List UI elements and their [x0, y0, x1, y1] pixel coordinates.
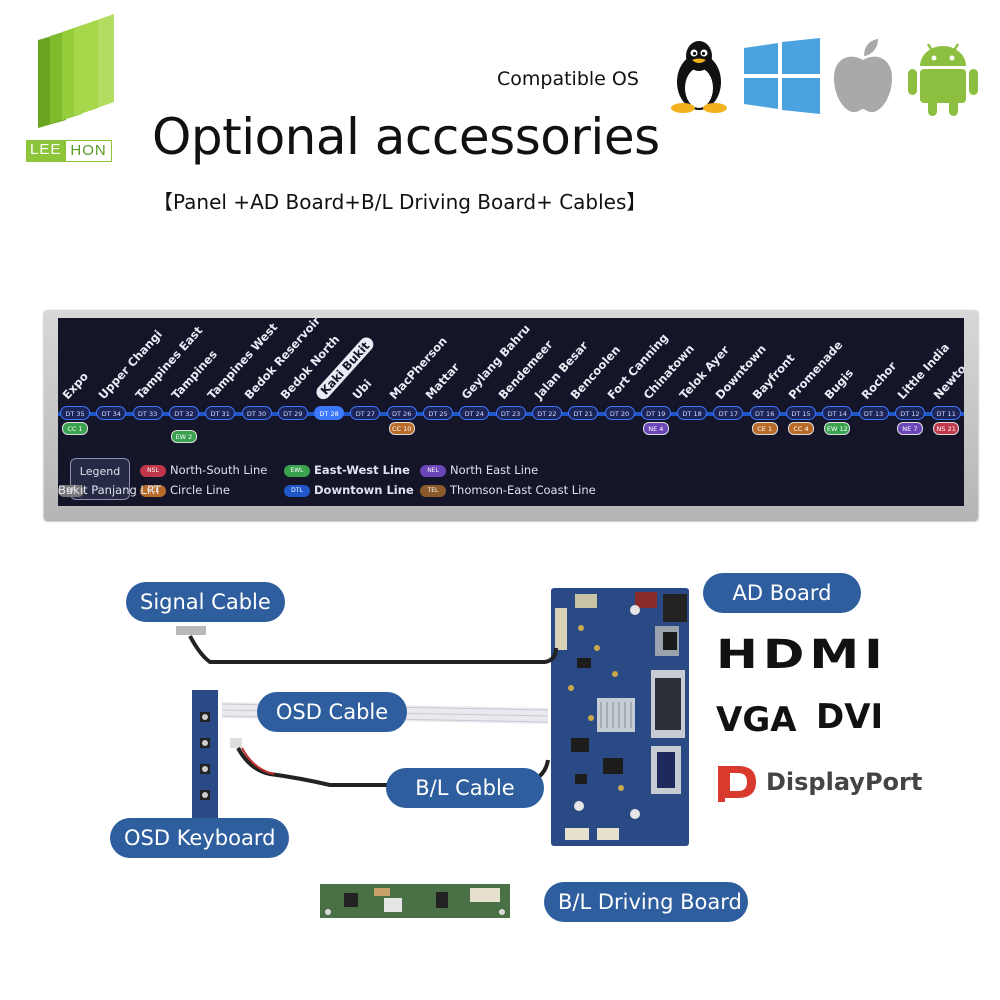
legend-label: Thomson-East Coast Line	[450, 483, 596, 497]
station-code: DT 33	[132, 406, 163, 420]
station-name: Bugis	[821, 365, 857, 402]
legend-box: Legend	[70, 458, 130, 500]
station-code: DT 20	[604, 406, 635, 420]
legend-code: CCL	[140, 485, 166, 497]
station-code: DT 19	[640, 406, 671, 420]
station-code: DT 28	[314, 406, 345, 420]
page-subtitle: 【Panel +AD Board+B/L Driving Board+ Cabl…	[153, 190, 647, 214]
dvi-logo: DVI	[816, 697, 884, 737]
compatible-os-label: Compatible OS	[497, 68, 639, 90]
station-code: DT 35	[60, 406, 90, 420]
station-code: DT 13	[858, 406, 889, 420]
legend-label: Downtown Line	[314, 483, 414, 497]
station-code: DT 27	[350, 406, 381, 420]
hdmi-logo: HDMI	[716, 632, 888, 678]
station-code: DT 12	[894, 406, 925, 420]
station-name: Upper Changi	[95, 327, 166, 402]
interchange-badge: EW 2	[170, 430, 197, 443]
legend-code: TEL	[420, 485, 446, 497]
legend-title: Legend	[79, 465, 121, 478]
android-icon	[908, 43, 978, 116]
legend-code: BP	[58, 485, 84, 497]
station-code: DT 25	[423, 406, 453, 420]
legend-code: EWL	[284, 465, 310, 477]
signal-cable	[176, 626, 558, 664]
osd-keyboard	[192, 690, 218, 818]
ad-board-label: AD Board	[703, 573, 861, 613]
station-code: DT 16	[749, 406, 780, 420]
station-code: DT 18	[677, 406, 708, 420]
station-code: DT 21	[568, 406, 599, 420]
interchange-badge: CC 4	[788, 422, 814, 435]
interchange-badge: NE 4	[642, 422, 669, 435]
legend-label: Bukit Panjang LRT	[58, 483, 162, 497]
ad-board	[551, 588, 689, 846]
interchange-badge: EW 12	[824, 422, 851, 435]
page-title: Optional accessories	[152, 108, 660, 166]
brand-part1: LEE	[26, 140, 66, 162]
interchange-badge: CC 10	[388, 422, 415, 435]
station-code: DT 26	[386, 406, 417, 420]
osd-keyboard-label: OSD Keyboard	[110, 818, 290, 858]
bl-driving-board-label: B/L Driving Board	[544, 882, 748, 922]
bl-cable-label: B/L Cable	[386, 768, 544, 808]
displayport-icon	[718, 766, 756, 802]
signal-cable-label: Signal Cable	[126, 582, 285, 622]
station-code: DT 15	[786, 406, 816, 420]
station-name: Rochor	[858, 358, 899, 402]
station-code: DT 23	[495, 406, 526, 420]
legend-code: NSL	[140, 465, 166, 477]
legend-code: NEL	[420, 465, 446, 477]
station-code: DT 11	[931, 406, 962, 420]
brand-part2: HON	[65, 140, 112, 162]
station-code: DT 34	[96, 406, 127, 420]
legend-label: North East Line	[450, 463, 539, 477]
station-code: DT 22	[531, 406, 562, 420]
station-name: Ubi	[349, 376, 375, 402]
bl-driving-board	[320, 884, 510, 918]
interchange-badge: CC 1	[62, 422, 88, 435]
station-code: DT 29	[277, 406, 308, 420]
station-name: Expo	[59, 369, 92, 402]
windows-icon	[744, 38, 820, 114]
interchange-badge: CE 1	[751, 422, 778, 435]
station-code: DT 31	[205, 406, 236, 420]
linux-tux-icon	[671, 41, 727, 113]
legend-label: Circle Line	[170, 483, 230, 497]
station-code: DT 24	[459, 406, 490, 420]
vga-logo: VGA	[716, 700, 797, 740]
osd-cable-label: OSD Cable	[257, 692, 407, 732]
legend-label: North-South Line	[170, 463, 268, 477]
interchange-badge: NS 21	[933, 422, 960, 435]
station-name: Newto	[930, 361, 964, 402]
station-code: DT 30	[241, 406, 272, 420]
interchange-badge: NE 7	[896, 422, 923, 435]
station-code: DT 32	[168, 406, 199, 420]
station-code: DT 17	[713, 406, 744, 420]
leehon-logo	[38, 14, 114, 128]
legend-label: East-West Line	[314, 463, 410, 477]
station-code: DT 14	[822, 406, 853, 420]
brand-wordmark: LEE HON	[26, 140, 112, 162]
displayport-logo: DisplayPort	[766, 768, 923, 796]
legend-code: DTL	[284, 485, 310, 497]
apple-icon	[834, 39, 892, 113]
